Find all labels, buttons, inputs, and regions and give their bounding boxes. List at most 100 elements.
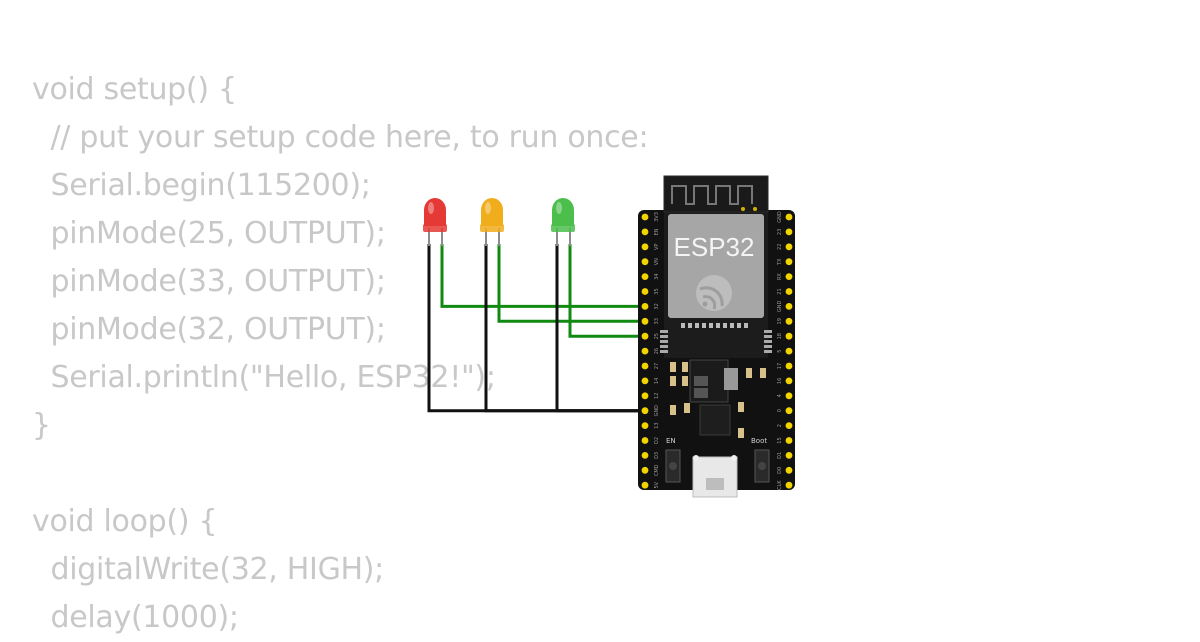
pin-right-D1[interactable] [785, 452, 793, 459]
signal-wire[interactable] [568, 244, 645, 338]
module-pad [764, 335, 772, 338]
pin-label: RX [777, 273, 783, 280]
pin-right-21[interactable] [785, 288, 793, 295]
pin-label: 12 [654, 393, 660, 399]
pin-label: 27 [654, 363, 660, 369]
usb-port[interactable] [692, 455, 738, 498]
pin-right-GND[interactable] [785, 213, 793, 221]
pin-right-CLK[interactable] [785, 481, 793, 489]
pin-left-GND[interactable] [641, 407, 649, 415]
code-line: // put your setup code here, to run once… [32, 120, 649, 155]
pin-label: 33 [654, 318, 660, 324]
pin-right-19[interactable] [785, 317, 793, 325]
pin-right-TX[interactable] [785, 258, 793, 266]
pin-left-33[interactable] [641, 317, 649, 325]
pin-left-VN[interactable] [641, 258, 649, 266]
boot-button[interactable] [754, 449, 770, 483]
pin-right-15[interactable] [785, 437, 793, 444]
pin-label: EN [654, 228, 660, 235]
pin-right-17[interactable] [785, 362, 793, 370]
led-green[interactable] [551, 198, 575, 246]
smd-parts [670, 362, 766, 438]
pin-left-D3[interactable] [641, 452, 649, 459]
en-button[interactable] [665, 449, 681, 483]
pin-label: 35 [654, 288, 660, 294]
ground-wire[interactable] [484, 244, 645, 413]
pin-label: 19 [777, 318, 783, 324]
pin-label: 22 [777, 244, 783, 250]
pin-right-18[interactable] [785, 332, 793, 340]
pin-label: 15 [777, 437, 783, 443]
ground-wire[interactable] [555, 244, 645, 413]
code-line: void loop() { [32, 504, 218, 539]
pin-left-CMD[interactable] [641, 466, 649, 474]
pin-left-14[interactable] [641, 377, 649, 385]
pin-left-12[interactable] [641, 392, 649, 400]
regulator-tab [694, 376, 708, 386]
regulator-tab [694, 388, 708, 398]
pin-right-0[interactable] [785, 407, 793, 415]
pin-right-2[interactable] [785, 422, 793, 429]
pin-right-5[interactable] [785, 347, 793, 355]
pin-label: 0 [777, 409, 783, 412]
smd-component [760, 368, 766, 378]
pin-label: CLK [777, 480, 783, 490]
signal-wire[interactable] [497, 244, 645, 323]
pin-left-5V[interactable] [641, 481, 649, 489]
pin-left-VP[interactable] [641, 243, 649, 251]
pin-label: GND [777, 301, 783, 313]
pin-label: 3V3 [654, 212, 660, 222]
pin-left-EN[interactable] [641, 228, 649, 236]
pin-left-27[interactable] [641, 362, 649, 370]
pin-right-RX[interactable] [785, 273, 793, 280]
pin-label: 4 [777, 394, 783, 397]
pin-right-D0[interactable] [785, 466, 793, 474]
smd-component [670, 405, 676, 415]
module-pad [660, 330, 668, 333]
pin-label: D3 [654, 452, 660, 459]
pin-left-D2[interactable] [641, 437, 649, 444]
pin-label: 2 [777, 424, 783, 427]
module-pad [730, 323, 734, 328]
code-line: } [32, 408, 51, 443]
module-pad [660, 340, 668, 343]
module-pads [660, 323, 772, 353]
pin-label: 32 [654, 303, 660, 309]
pin-label: D2 [654, 437, 660, 444]
module-pad [660, 350, 668, 353]
pin-label: VN [654, 258, 660, 265]
boot-label: Boot [751, 437, 767, 445]
led-yellow[interactable] [480, 198, 504, 246]
pin-right-GND[interactable] [785, 303, 793, 310]
pin-label: 21 [777, 288, 783, 294]
pin-left-25[interactable] [641, 332, 649, 340]
smd-component [682, 362, 688, 372]
ground-wire[interactable] [427, 244, 645, 413]
pin-left-32[interactable] [641, 303, 649, 310]
led-red[interactable] [423, 198, 447, 246]
smd-component [670, 362, 676, 372]
pin-left-3V3[interactable] [641, 213, 649, 221]
pin-left-13[interactable] [641, 422, 649, 429]
module-pad [744, 323, 748, 328]
smd-component [738, 402, 744, 412]
pin-left-35[interactable] [641, 288, 649, 295]
antenna-trace [671, 185, 753, 205]
pin-left-34[interactable] [641, 273, 649, 280]
pin-right-4[interactable] [785, 392, 793, 400]
pin-right-23[interactable] [785, 228, 793, 236]
signal-wire[interactable] [440, 244, 645, 308]
pin-label: VP [654, 244, 660, 250]
pin-left-26[interactable] [641, 347, 649, 355]
pin-label: 25 [654, 333, 660, 339]
module-pad [709, 323, 713, 328]
pin-label: 16 [777, 378, 783, 384]
pin-right-16[interactable] [785, 377, 793, 385]
module-pad [702, 323, 706, 328]
module-pad [681, 323, 685, 328]
espressif-logo-icon [696, 275, 732, 311]
leds [423, 198, 575, 246]
pin-right-22[interactable] [785, 243, 793, 251]
code-line: pinMode(32, OUTPUT); [32, 312, 386, 347]
